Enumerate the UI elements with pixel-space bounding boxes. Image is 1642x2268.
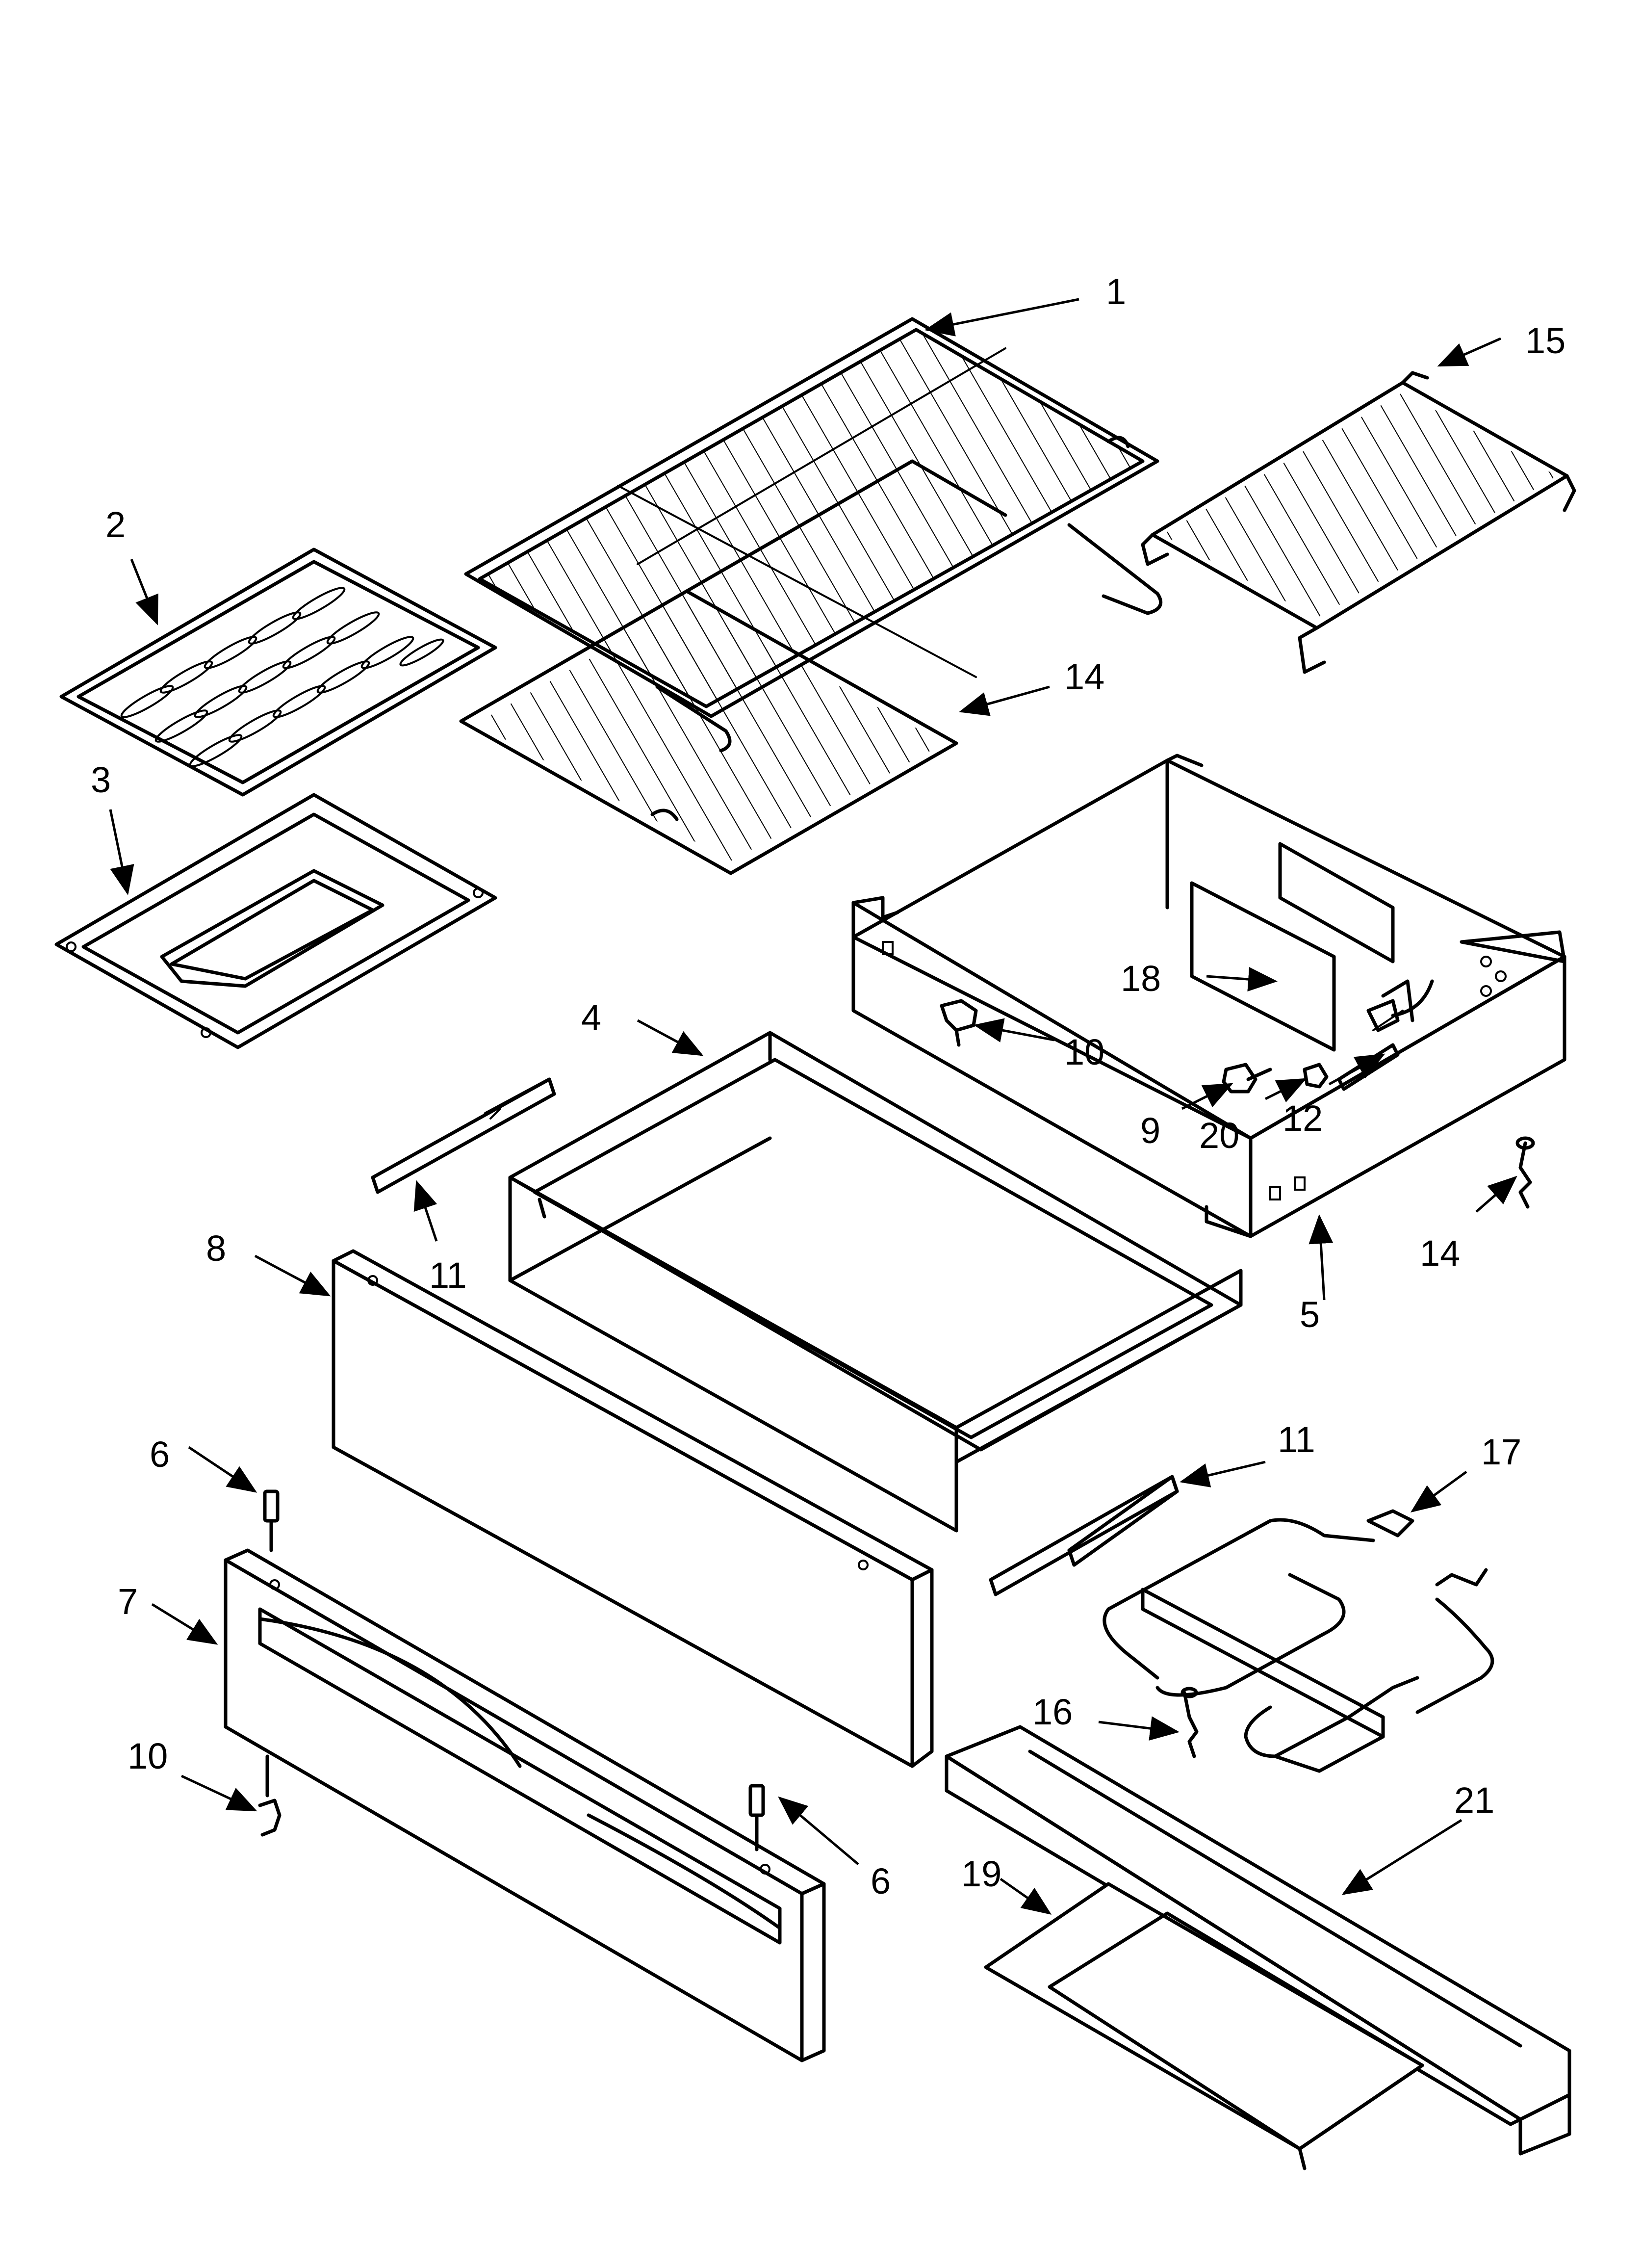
drawer-front-part-7 xyxy=(224,1548,826,2062)
small-rack-part-15 xyxy=(1141,371,1576,674)
callout-10-lower: 10 xyxy=(128,1736,168,1776)
callout-2: 2 xyxy=(105,504,126,545)
callout-labels: 1 15 2 14 3 18 4 10 9 20 12 11 8 14 5 11… xyxy=(91,271,1565,1902)
screw-part-6-left xyxy=(263,1489,280,1552)
broiler-pan-part-3 xyxy=(54,793,497,1049)
callout-5: 5 xyxy=(1300,1294,1320,1335)
drawer-pan-part-4 xyxy=(508,1031,1243,1533)
callout-7: 7 xyxy=(118,1581,138,1622)
callout-3: 3 xyxy=(91,759,111,800)
screw-part-9 xyxy=(1222,1063,1272,1094)
callout-6-right: 6 xyxy=(871,1861,891,1902)
screw-part-14-lower xyxy=(1515,1136,1535,1209)
callout-12: 12 xyxy=(1283,1098,1323,1139)
drawer-slide-part-11-right xyxy=(989,1475,1179,1596)
bake-element-part-17 xyxy=(1103,1509,1494,1773)
callout-16: 16 xyxy=(1032,1692,1073,1732)
callout-19: 19 xyxy=(961,1853,1001,1894)
callout-14-upper: 14 xyxy=(1064,656,1104,697)
screw-part-6-right xyxy=(748,1784,765,1851)
trim-panel-part-21 xyxy=(945,1725,1571,2156)
drawer-slide-part-11-left xyxy=(371,1077,556,1194)
callout-20: 20 xyxy=(1199,1115,1239,1156)
callout-14-lower: 14 xyxy=(1420,1233,1460,1274)
drawer-housing-part-5 xyxy=(851,754,1566,1238)
callout-15: 15 xyxy=(1525,320,1565,361)
drawer-front-panel-part-8 xyxy=(332,1249,934,1768)
screw-part-10-upper xyxy=(940,999,978,1047)
oven-rack-part-14 xyxy=(459,459,1007,875)
leader-lines xyxy=(109,298,1517,1915)
callout-4: 4 xyxy=(581,997,601,1038)
callout-9: 9 xyxy=(1140,1110,1160,1151)
callout-8: 8 xyxy=(206,1228,226,1269)
screw-part-16 xyxy=(1180,1687,1199,1758)
screw-part-10-lower xyxy=(258,1754,282,1837)
callout-1: 1 xyxy=(1106,271,1126,312)
callout-10-upper: 10 xyxy=(1064,1032,1104,1072)
callout-11-left: 11 xyxy=(429,1255,467,1296)
broiler-grid-part-2 xyxy=(59,547,497,797)
callout-17: 17 xyxy=(1481,1432,1521,1472)
callout-6-left: 6 xyxy=(150,1434,170,1475)
callout-18: 18 xyxy=(1121,958,1161,999)
drawer-bottom-part-19 xyxy=(984,1882,1424,2170)
callout-11-right: 11 xyxy=(1278,1419,1315,1460)
callout-21: 21 xyxy=(1454,1780,1494,1821)
